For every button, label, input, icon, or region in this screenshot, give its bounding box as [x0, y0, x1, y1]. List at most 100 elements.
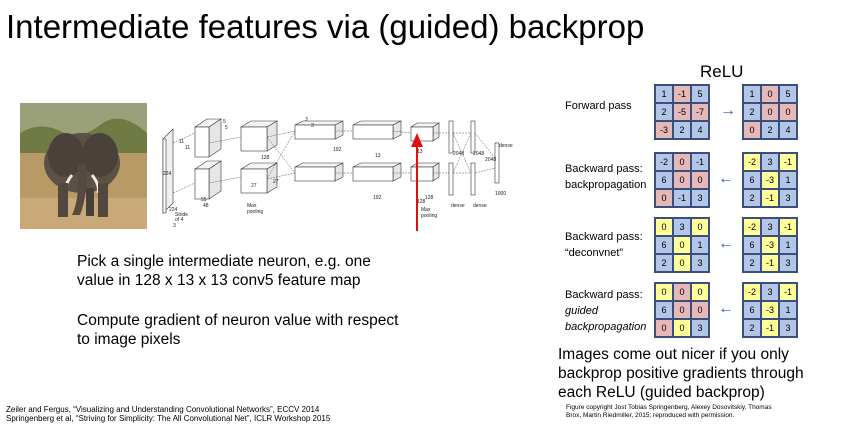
net-conv5-top-front — [410, 126, 434, 142]
relu-cell: 0 — [673, 254, 691, 272]
relu-cell: 4 — [691, 121, 709, 139]
relu-cell: 2 — [743, 319, 761, 337]
relu-cell: 0 — [673, 283, 691, 301]
relu-cell: -1 — [761, 319, 779, 337]
net-label: 3 — [311, 123, 314, 129]
net-label: 3 — [305, 117, 308, 123]
relu-cell: 0 — [761, 103, 779, 121]
net-connection — [172, 132, 196, 144]
net-conv4-top-front — [352, 124, 394, 140]
relu-cell: -2 — [743, 153, 761, 171]
net-connection — [474, 132, 496, 159]
relu-cell: 0 — [743, 121, 761, 139]
relu-cell: -1 — [779, 283, 797, 301]
relu-cell: -1 — [779, 153, 797, 171]
relu-cell: 0 — [691, 301, 709, 319]
net-label: dense — [473, 203, 487, 209]
note-line-2: backprop positive gradients through — [558, 365, 804, 382]
net-label: 5 — [225, 125, 228, 131]
net-dense2-top — [470, 120, 476, 154]
net-label: 224 — [163, 171, 172, 177]
net-label: 128 — [417, 199, 426, 205]
relu-cell: 1 — [743, 85, 761, 103]
relu-cell: 0 — [673, 319, 691, 337]
relu-cell: 3 — [779, 319, 797, 337]
relu-cell: -1 — [691, 153, 709, 171]
credit-line-2: Brox, Martin Riedmiller, 2015; reproduce… — [566, 412, 735, 419]
relu-cell: -3 — [761, 236, 779, 254]
relu-cell: 3 — [761, 283, 779, 301]
relu-cell: 3 — [761, 218, 779, 236]
relu-cell: 0 — [673, 301, 691, 319]
note-line-3: each ReLU (guided backprop) — [558, 384, 765, 401]
relu-cell: 6 — [655, 301, 673, 319]
net-label: 48 — [203, 203, 209, 209]
relu-label-line: backpropagation — [565, 321, 647, 333]
net-connection — [208, 176, 242, 184]
relu-cell: 3 — [673, 218, 691, 236]
relu-cell: -2 — [743, 218, 761, 236]
relu-cell: -7 — [691, 103, 709, 121]
relu-label-line: guided — [565, 305, 599, 317]
relu-label-line: backpropagation — [565, 179, 647, 191]
relu-label-line: Forward pass — [565, 100, 632, 112]
net-conv3-bottom-front — [294, 166, 336, 182]
pick-line-2: value in 128 x 13 x 13 conv5 feature map — [77, 272, 361, 289]
net-label: 27 — [273, 179, 279, 185]
relu-cell: -1 — [779, 218, 797, 236]
relu-cell: 6 — [743, 236, 761, 254]
relu-cell: 1 — [779, 301, 797, 319]
net-label: 13 — [417, 149, 423, 155]
relu-cell: -3 — [761, 171, 779, 189]
net-input-front — [162, 138, 167, 214]
relu-cell: 0 — [691, 171, 709, 189]
relu-cell: 5 — [779, 85, 797, 103]
relu-cell: 3 — [761, 153, 779, 171]
net-label: 192 — [333, 147, 342, 153]
relu-cell: 3 — [691, 189, 709, 207]
note-line-1: Images come out nicer if you only — [558, 346, 789, 363]
relu-cell: -2 — [743, 283, 761, 301]
net-label: pooling — [421, 213, 437, 219]
relu-cell: 4 — [779, 121, 797, 139]
relu-cell: -2 — [655, 153, 673, 171]
net-connection — [452, 132, 472, 174]
relu-label-line: “deconvnet” — [565, 247, 624, 259]
net-connection — [266, 172, 296, 180]
relu-cell: 6 — [743, 171, 761, 189]
relu-cell: 0 — [779, 103, 797, 121]
relu-cell: 0 — [655, 218, 673, 236]
net-label: 1000 — [495, 191, 506, 197]
net-connection — [266, 130, 296, 138]
net-dense3 — [494, 142, 500, 184]
relu-cell: 1 — [779, 236, 797, 254]
pick-neuron-text: Pick a single intermediate neuron, e.g. … — [77, 252, 371, 290]
relu-cell: 0 — [673, 153, 691, 171]
relu-cell: 6 — [655, 171, 673, 189]
relu-cell: -1 — [673, 85, 691, 103]
net-label: Stride — [175, 212, 188, 218]
relu-cell: -5 — [673, 103, 691, 121]
relu-cell: 1 — [779, 171, 797, 189]
net-label: 128 — [425, 195, 434, 201]
net-label: 128 — [261, 155, 270, 161]
red-marker-arrow-icon — [411, 133, 423, 147]
net-label: 55 — [201, 197, 207, 203]
net-conv2-bottom-front — [240, 168, 268, 194]
net-label: 224 — [169, 207, 178, 213]
credit-line-1: Figure copyright Jost Tobias Springenber… — [566, 404, 772, 411]
right-arrow-icon: → — [720, 102, 736, 119]
net-label: dense — [451, 203, 465, 209]
net-label: 2048 — [453, 151, 464, 157]
relu-cell: -3 — [761, 301, 779, 319]
citation-2: Springenberg et al, “Striving for Simpli… — [6, 414, 331, 423]
left-arrow-icon: ← — [718, 300, 734, 317]
relu-cell: 2 — [743, 254, 761, 272]
